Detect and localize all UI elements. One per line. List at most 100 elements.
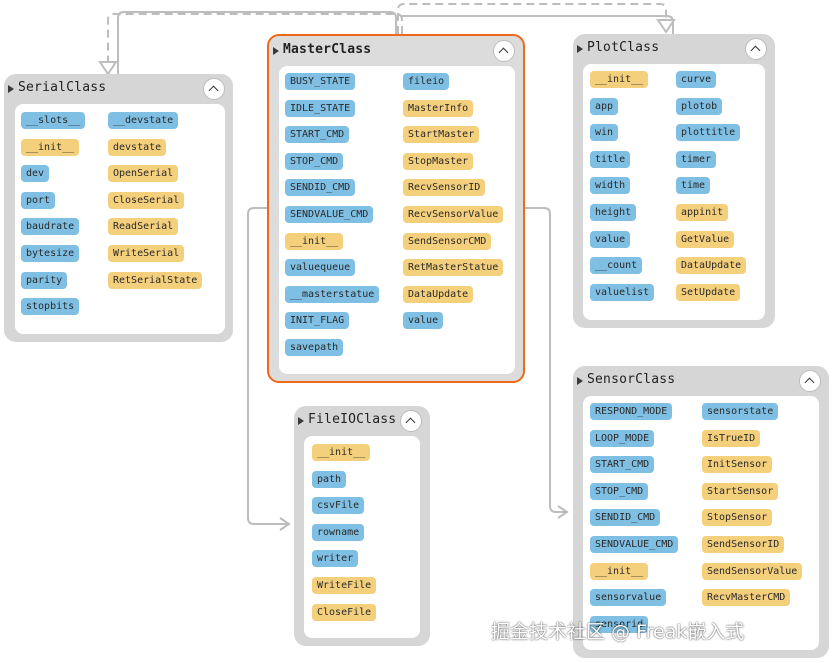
class-attribute[interactable]: time: [676, 177, 711, 194]
triangle-right-icon[interactable]: [298, 417, 304, 425]
class-attribute[interactable]: win: [590, 124, 619, 141]
class-method[interactable]: __init__: [590, 71, 649, 88]
class-attribute[interactable]: height: [590, 204, 637, 221]
class-method[interactable]: DataUpdate: [676, 257, 747, 274]
class-attribute[interactable]: plotob: [676, 98, 723, 115]
class-method[interactable]: StopSensor: [702, 509, 773, 526]
class-attribute[interactable]: title: [590, 151, 631, 168]
serial-class-card[interactable]: SerialClass __slots__ __init__dev port baud…: [4, 74, 233, 342]
class-method[interactable]: WriteSerial: [108, 245, 185, 262]
class-method[interactable]: __init__: [590, 563, 649, 580]
class-attribute[interactable]: fileio: [403, 73, 450, 90]
class-attribute[interactable]: valuequeue: [285, 259, 356, 276]
master-class-header[interactable]: MasterClass: [269, 36, 523, 66]
class-attribute[interactable]: csvFile: [312, 497, 365, 514]
class-method[interactable]: RecvSensorValue: [403, 206, 504, 223]
class-method[interactable]: DataUpdate: [403, 286, 474, 303]
class-attribute[interactable]: curve: [676, 71, 717, 88]
class-method[interactable]: devstate: [108, 139, 167, 156]
chevron-up-icon[interactable]: [203, 78, 225, 100]
class-method[interactable]: GetValue: [676, 231, 735, 248]
chevron-up-icon[interactable]: [799, 370, 821, 392]
triangle-right-icon[interactable]: [577, 45, 583, 53]
class-attribute[interactable]: valuelist: [590, 284, 655, 301]
class-attribute[interactable]: plottitle: [676, 124, 741, 141]
class-attribute[interactable]: LOOP_MODE: [590, 430, 655, 447]
class-method[interactable]: StopMaster: [403, 153, 474, 170]
triangle-right-icon[interactable]: [8, 85, 14, 93]
class-method[interactable]: SendSensorValue: [702, 563, 803, 580]
class-attribute[interactable]: timer: [676, 151, 717, 168]
class-method[interactable]: CloseFile: [312, 604, 377, 621]
class-attribute[interactable]: stopbits: [21, 298, 80, 315]
class-method[interactable]: __init__: [21, 139, 80, 156]
class-attribute[interactable]: parity: [21, 272, 68, 289]
class-method[interactable]: InitSensor: [702, 456, 773, 473]
chevron-up-icon[interactable]: [493, 40, 515, 62]
class-attribute[interactable]: BUSY_STATE: [285, 73, 356, 90]
serial-class-body: __slots__ __init__dev port baudrate bytesize…: [15, 104, 225, 334]
class-method[interactable]: MasterInfo: [403, 100, 474, 117]
class-attribute[interactable]: width: [590, 177, 631, 194]
class-method[interactable]: StartMaster: [403, 126, 480, 143]
class-attribute[interactable]: RESPOND_MODE: [590, 403, 673, 420]
fileio-class-header[interactable]: FileIOClass: [294, 406, 430, 436]
serial-class-header[interactable]: SerialClass: [4, 74, 233, 104]
class-attribute[interactable]: sensorid: [590, 616, 649, 633]
class-attribute[interactable]: INIT_FLAG: [285, 312, 350, 329]
fileio-class-card[interactable]: FileIOClass __init__path csvFile rowname wr…: [294, 406, 430, 646]
class-attribute[interactable]: path: [312, 471, 347, 488]
class-method[interactable]: OpenSerial: [108, 165, 179, 182]
class-attribute[interactable]: __slots__: [21, 112, 86, 129]
class-method[interactable]: RetSerialState: [108, 272, 203, 289]
class-attribute[interactable]: SENDID_CMD: [285, 179, 356, 196]
class-attribute[interactable]: sensorvalue: [590, 589, 667, 606]
class-attribute[interactable]: baudrate: [21, 218, 80, 235]
class-attribute[interactable]: savepath: [285, 339, 344, 356]
class-attribute[interactable]: __devstate: [108, 112, 179, 129]
class-method[interactable]: RecvSensorID: [403, 179, 486, 196]
class-attribute[interactable]: dev: [21, 165, 50, 182]
class-attribute[interactable]: __masterstatue: [285, 286, 380, 303]
chevron-up-icon[interactable]: [400, 410, 422, 432]
class-method[interactable]: RecvMasterCMD: [702, 589, 791, 606]
master-class-card[interactable]: MasterClass BUSY_STATE IDLE_STATE START_CM…: [267, 34, 525, 383]
class-method[interactable]: SendSensorID: [702, 536, 785, 553]
class-method[interactable]: ReadSerial: [108, 218, 179, 235]
class-attribute[interactable]: SENDVALUE_CMD: [590, 536, 679, 553]
sensor-class-card[interactable]: SensorClass RESPOND_MODE LOOP_MODE START_C…: [573, 366, 829, 658]
class-attribute[interactable]: IDLE_STATE: [285, 100, 356, 117]
class-attribute[interactable]: port: [21, 192, 56, 209]
class-attribute[interactable]: START_CMD: [590, 456, 655, 473]
class-method[interactable]: IsTrueID: [702, 430, 761, 447]
class-method[interactable]: RetMasterStatue: [403, 259, 504, 276]
class-method[interactable]: WriteFile: [312, 577, 377, 594]
class-attribute[interactable]: SENDVALUE_CMD: [285, 206, 374, 223]
class-method[interactable]: __init__: [312, 444, 371, 461]
class-attribute[interactable]: value: [590, 231, 631, 248]
class-method[interactable]: SendSensorCMD: [403, 233, 492, 250]
plot-class-card[interactable]: PlotClass __init__app win title width height…: [573, 34, 775, 328]
class-attribute[interactable]: STOP_CMD: [590, 483, 649, 500]
class-method[interactable]: CloseSerial: [108, 192, 185, 209]
plot-class-header[interactable]: PlotClass: [573, 34, 775, 64]
triangle-right-icon[interactable]: [273, 47, 279, 55]
class-attribute[interactable]: STOP_CMD: [285, 153, 344, 170]
class-attribute[interactable]: writer: [312, 550, 359, 567]
triangle-right-icon[interactable]: [577, 377, 583, 385]
class-method[interactable]: StartSensor: [702, 483, 779, 500]
class-attribute[interactable]: app: [590, 98, 619, 115]
association-connector-serial-master: [117, 11, 397, 74]
class-method[interactable]: SetUpdate: [676, 284, 741, 301]
class-attribute[interactable]: sensorstate: [702, 403, 779, 420]
class-attribute[interactable]: rowname: [312, 524, 365, 541]
class-attribute[interactable]: __count: [590, 257, 643, 274]
class-attribute[interactable]: value: [403, 312, 444, 329]
chevron-up-icon[interactable]: [745, 38, 767, 60]
class-attribute[interactable]: START_CMD: [285, 126, 350, 143]
class-attribute[interactable]: bytesize: [21, 245, 80, 262]
sensor-class-header[interactable]: SensorClass: [573, 366, 829, 396]
class-attribute[interactable]: SENDID_CMD: [590, 509, 661, 526]
class-method[interactable]: appinit: [676, 204, 729, 221]
class-method[interactable]: __init__: [285, 233, 344, 250]
